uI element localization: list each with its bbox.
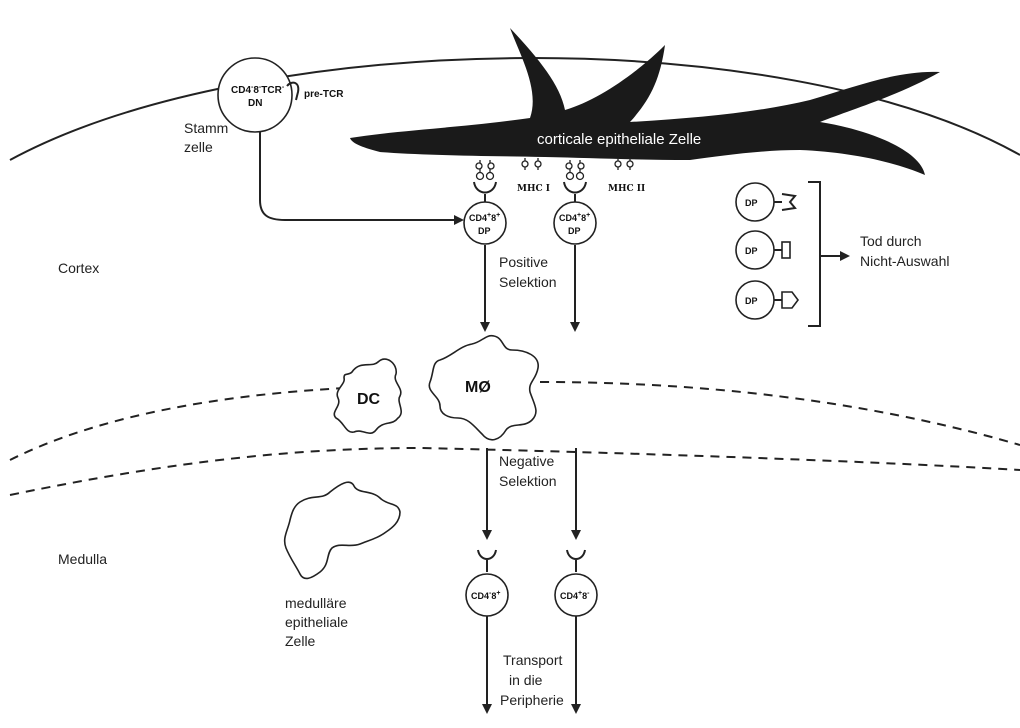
positive-selection-label-1: Positive xyxy=(499,254,548,270)
medullary-cell-label-2: epitheliale xyxy=(285,614,348,630)
dp-cell-right-markers: CD4+8+ xyxy=(559,212,590,223)
mhc-molecule-group-3 xyxy=(566,160,584,180)
mhc-molecule-group-1 xyxy=(476,160,494,180)
medullary-cell-label-3: Zelle xyxy=(285,633,316,649)
svg-text:DP: DP xyxy=(745,246,758,256)
dp-cell-left xyxy=(464,202,506,244)
dp-cell-left-markers: CD4+8+ xyxy=(469,212,500,223)
stamm-zelle-label-2: zelle xyxy=(184,139,213,155)
svg-text:DP: DP xyxy=(745,198,758,208)
cortical-cell-label: corticale epitheliale Zelle xyxy=(537,131,701,148)
svg-text:DP: DP xyxy=(745,296,758,306)
medulla-label: Medulla xyxy=(58,551,107,567)
medullary-cell-label-1: medulläre xyxy=(285,595,347,611)
stamm-zelle-label-1: Stamm xyxy=(184,120,228,136)
death-bracket xyxy=(808,182,820,326)
unselected-dp-cell-2: DP xyxy=(736,231,790,269)
transport-label-2: in die xyxy=(509,672,543,688)
cortical-epithelial-cell xyxy=(350,28,940,175)
stem-cell-markers: CD4-8-TCR- xyxy=(231,84,285,96)
cd4-single-positive-markers: CD4+8- xyxy=(560,590,590,601)
dp-cell-right-label: DP xyxy=(568,226,581,236)
unselected-dp-cell-3: DP xyxy=(736,281,798,319)
tcr-receptor-icon xyxy=(478,550,496,559)
cortex-medulla-boundary-upper xyxy=(10,388,345,460)
dc-label: DC xyxy=(357,391,381,408)
tcr-receptor-icon xyxy=(564,182,586,193)
stem-cell-dn-label: DN xyxy=(248,98,262,109)
tcr-receptor-icon xyxy=(474,182,496,193)
transport-label-1: Transport xyxy=(503,652,563,668)
pre-tcr-label: pre-TCR xyxy=(304,89,344,100)
medullary-epithelial-cell xyxy=(285,482,400,578)
negative-selection-label-2: Selektion xyxy=(499,473,557,489)
mhc-molecule-group-4 xyxy=(615,158,633,170)
death-label-1: Tod durch xyxy=(860,233,921,249)
mhc-i-label: MHC I xyxy=(517,184,550,194)
cd8-single-positive-markers: CD4-8+ xyxy=(471,590,500,601)
macrophage-label: MØ xyxy=(465,379,491,396)
unselected-dp-cell-1: DP xyxy=(736,183,795,221)
transport-label-3: Peripherie xyxy=(500,692,564,708)
negative-selection-label-1: Negative xyxy=(499,453,554,469)
mhc-molecule-group-2 xyxy=(522,158,541,170)
dp-cell-right xyxy=(554,202,596,244)
dp-cell-left-label: DP xyxy=(478,226,491,236)
cortex-label: Cortex xyxy=(58,260,99,276)
cortex-medulla-boundary-upper-right xyxy=(540,382,1020,445)
mhc-ii-label: MHC II xyxy=(608,184,645,194)
tcr-receptor-icon xyxy=(567,550,585,559)
death-label-2: Nicht-Auswahl xyxy=(860,253,949,269)
positive-selection-label-2: Selektion xyxy=(499,274,557,290)
